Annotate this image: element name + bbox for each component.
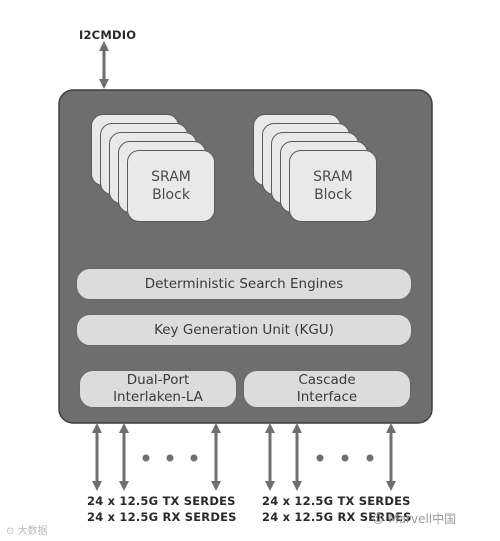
ellipsis-dot — [341, 454, 349, 462]
watermark-right: ☺ Marvell中国 — [372, 510, 456, 527]
watermark-left: ⊙ 大数据 — [6, 522, 48, 537]
cascade-line2: Interface — [296, 389, 358, 405]
sram-stack-right: SRAM Block — [253, 114, 377, 222]
watermark-left-text: 大数据 — [17, 526, 48, 537]
interlaken-line1: Dual-Port — [126, 372, 190, 388]
wechat-icon: ☺ — [372, 512, 385, 526]
kgu-label: Key Generation Unit (KGU) — [154, 321, 334, 338]
sram-block-left: SRAM Block — [127, 150, 215, 222]
cascade-box: Cascade Interface — [243, 370, 411, 408]
serdes-right-rx: 24 x 12.5G RX SERDES — [262, 510, 412, 524]
interlaken-box: Dual-Port Interlaken-LA — [79, 370, 237, 408]
serdes-left-rx: 24 x 12.5G RX SERDES — [87, 510, 237, 524]
sram-stack-left: SRAM Block — [91, 114, 215, 222]
kgu-bar: Key Generation Unit (KGU) — [76, 314, 412, 346]
sram-block-subtitle: Block — [152, 187, 190, 203]
search-engines-bar: Deterministic Search Engines — [76, 268, 412, 300]
cascade-line1: Cascade — [298, 372, 356, 388]
ellipsis-dot — [366, 454, 374, 462]
ellipsis-dot — [190, 454, 198, 462]
interlaken-line2: Interlaken-LA — [113, 389, 203, 405]
serdes-left-tx: 24 x 12.5G TX SERDES — [87, 494, 236, 508]
sram-block-title: SRAM — [313, 169, 353, 185]
sram-block-right: SRAM Block — [289, 150, 377, 222]
i2cmdio-label: I2CMDIO — [79, 28, 137, 42]
sram-block-title: SRAM — [151, 169, 191, 185]
ellipsis-dot — [316, 454, 324, 462]
search-engines-label: Deterministic Search Engines — [144, 275, 344, 292]
ellipsis-dot — [166, 454, 174, 462]
watermark-right-text: Marvell中国 — [388, 512, 457, 526]
ellipsis-dot — [142, 454, 150, 462]
serdes-right-tx: 24 x 12.5G TX SERDES — [262, 494, 411, 508]
sram-block-subtitle: Block — [314, 187, 352, 203]
weibo-icon: ⊙ — [6, 526, 15, 537]
